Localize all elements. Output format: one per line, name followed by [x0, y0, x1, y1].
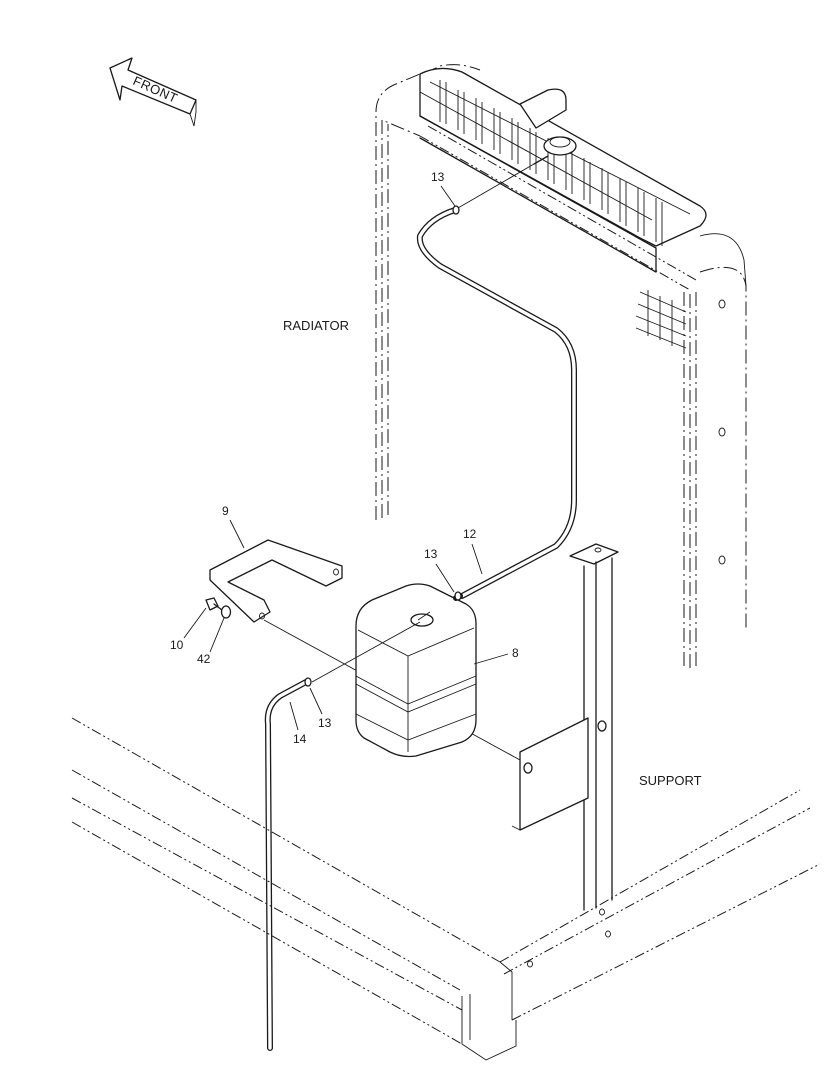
svg-text:12: 12: [463, 527, 477, 541]
callout-8: 8: [473, 646, 519, 665]
support-nut-icon: [523, 762, 533, 774]
front-arrow: FRONT: [109, 57, 197, 127]
svg-text:10: 10: [170, 638, 184, 652]
reserve-tank-8: [311, 583, 477, 758]
washer-42-icon: [220, 605, 232, 619]
hose-12: [416, 163, 577, 599]
callout-13-lower: 13: [309, 687, 332, 730]
callout-13-mid: 13: [424, 547, 455, 593]
svg-text:8: 8: [512, 646, 519, 660]
callout-10: 10: [170, 607, 207, 652]
radiator-top-tank: [419, 67, 707, 273]
clamp-13-upper-icon: [452, 205, 460, 215]
svg-text:9: 9: [222, 504, 229, 518]
bolt-10: [205, 597, 223, 611]
support-bracket: [511, 543, 619, 938]
clamp-13-lower-icon: [304, 677, 312, 687]
callout-13-upper: 13: [431, 170, 456, 207]
svg-text:13: 13: [424, 547, 438, 561]
radiator-cap-icon: [543, 136, 577, 156]
callout-42: 42: [197, 617, 225, 666]
radiator-frame: [375, 64, 747, 670]
radiator-label: RADIATOR: [283, 318, 349, 333]
support-label: SUPPORT: [639, 773, 702, 788]
svg-text:13: 13: [431, 170, 445, 184]
reserve-tank-cap-icon: [410, 613, 434, 627]
callout-9: 9: [222, 504, 245, 549]
callout-12: 12: [463, 527, 483, 575]
pipe-14: [264, 591, 463, 1051]
svg-text:14: 14: [293, 732, 307, 746]
callout-14: 14: [289, 701, 307, 746]
clamp-13-mid-icon: [454, 591, 462, 601]
front-label: FRONT: [131, 73, 180, 106]
chassis-frame: [71, 717, 821, 1061]
svg-text:13: 13: [318, 716, 332, 730]
svg-text:42: 42: [197, 652, 211, 666]
